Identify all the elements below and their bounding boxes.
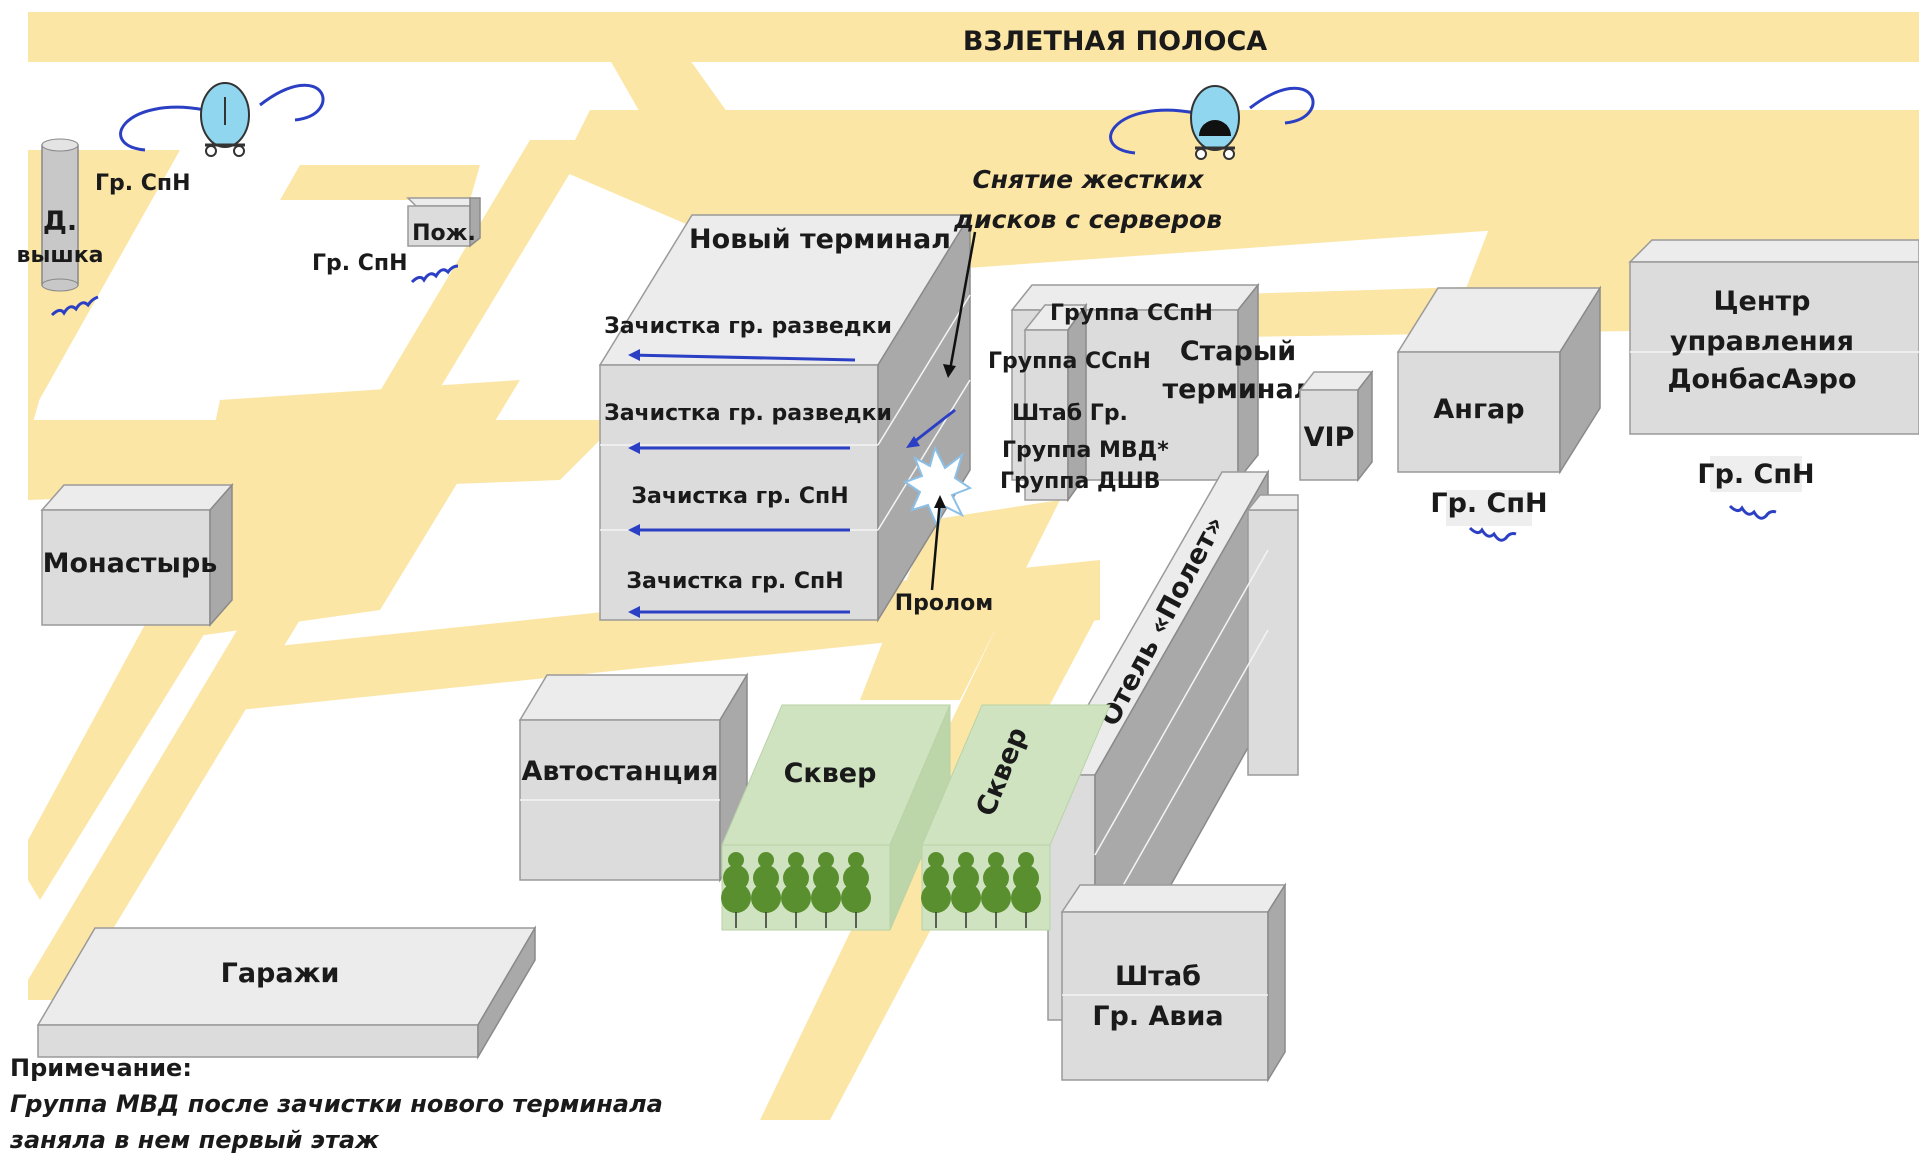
left-top-road bbox=[28, 150, 180, 420]
control-center-label-1: Центр bbox=[1714, 286, 1811, 317]
group-label-2: Группа ССпН bbox=[988, 349, 1151, 374]
hq-avia-label-2: Гр. Авиа bbox=[1092, 1001, 1223, 1032]
hangar: Ангар bbox=[1396, 285, 1602, 475]
tree-icon bbox=[721, 852, 1041, 928]
control-center: Центр управления ДонбасАэро bbox=[1628, 239, 1919, 435]
spn-label-fire: Гр. СпН bbox=[312, 251, 408, 276]
floor-label-3: Зачистка гр. разведки bbox=[604, 401, 892, 426]
old-terminal: Старый терминал Группа ССпН Группа ССпН … bbox=[988, 282, 1314, 503]
runway-strip bbox=[28, 12, 1919, 62]
floor-label-1: Зачистка гр. СпН bbox=[626, 569, 843, 594]
note: Примечание: Группа МВД после зачистки но… bbox=[10, 1050, 730, 1158]
note-title: Примечание: bbox=[10, 1054, 192, 1082]
bus-station-label: Автостанция bbox=[522, 756, 719, 787]
floor-label-4: Зачистка гр. разведки bbox=[604, 314, 892, 339]
runway-label: ВЗЛЕТНАЯ ПОЛОСА bbox=[963, 26, 1267, 57]
control-center-label-3: ДонбасАэро bbox=[1667, 364, 1856, 395]
old-terminal-label-2: терминал bbox=[1163, 374, 1314, 405]
group-label-3: Штаб Гр. bbox=[1012, 401, 1128, 426]
mid-block-1 bbox=[170, 380, 520, 640]
group-label-1: Группа ССпН bbox=[1050, 301, 1213, 326]
squad-marker-icon bbox=[1468, 526, 1517, 542]
monastery: Монастырь bbox=[40, 483, 234, 627]
breach-label: Пролом bbox=[895, 591, 993, 616]
fire-station-label: Пож. bbox=[412, 221, 476, 246]
group-label-5: Группа ДШВ bbox=[1000, 469, 1161, 494]
spn-label-tower: Гр. СпН bbox=[95, 171, 191, 196]
hq-avia-label-1: Штаб bbox=[1115, 961, 1201, 992]
floor-label-2: Зачистка гр. СпН bbox=[631, 484, 848, 509]
vip-label: VIP bbox=[1304, 422, 1355, 453]
note-line-1: Группа МВД после зачистки нового термина… bbox=[10, 1090, 663, 1118]
vip-building: VIP bbox=[1298, 369, 1374, 483]
tower-label-2: вышка bbox=[17, 243, 104, 268]
hangar-label: Ангар bbox=[1433, 394, 1524, 425]
control-center-label-2: управления bbox=[1670, 326, 1854, 357]
tower: Д. вышка bbox=[17, 138, 104, 292]
new-terminal: Новый терминал Зачистка гр. разведки Зач… bbox=[598, 212, 972, 623]
spn-label-center: Гр. СпН bbox=[1697, 459, 1814, 490]
squad-marker-icon bbox=[50, 295, 99, 317]
hq-avia: Штаб Гр. Авиа bbox=[1060, 882, 1287, 1083]
note-line-2: заняла в нем первый этаж bbox=[10, 1126, 379, 1154]
mid-block-2 bbox=[860, 500, 1060, 700]
group-label-4: Группа МВД* bbox=[1002, 438, 1169, 463]
old-terminal-label-1: Старый bbox=[1180, 336, 1296, 367]
top-left-plot bbox=[280, 165, 480, 200]
squad-marker-icon bbox=[1728, 504, 1777, 520]
left-road-lower bbox=[28, 560, 250, 900]
new-terminal-label: Новый терминал bbox=[689, 224, 951, 255]
garages-label: Гаражи bbox=[221, 958, 340, 989]
spn-label-hangar: Гр. СпН bbox=[1430, 488, 1547, 519]
helicopter-icon bbox=[119, 82, 325, 157]
runway-diag bbox=[610, 60, 740, 130]
garages: Гаражи bbox=[36, 925, 537, 1060]
fire-station: Пож. bbox=[406, 197, 481, 248]
helicopter-icon bbox=[1109, 85, 1315, 160]
squad-marker-icon bbox=[410, 264, 459, 284]
hdd-label-2: дисков с серверов bbox=[953, 205, 1222, 234]
hdd-label-1: Снятие жестких bbox=[972, 165, 1204, 194]
bus-station: Автостанция bbox=[518, 672, 749, 883]
square-1-label: Сквер bbox=[784, 758, 877, 789]
monastery-label: Монастырь bbox=[43, 548, 218, 579]
tower-label-1: Д. bbox=[43, 206, 77, 237]
